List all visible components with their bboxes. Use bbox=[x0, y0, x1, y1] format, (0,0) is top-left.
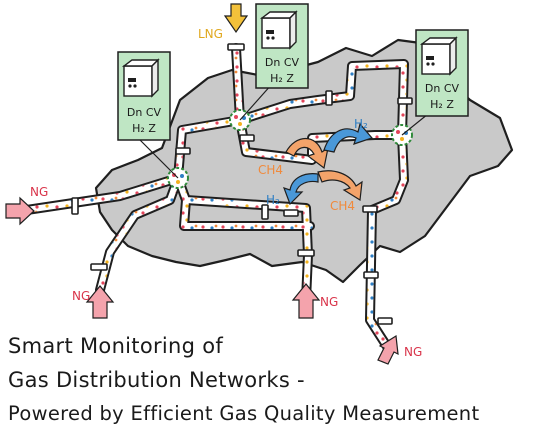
headline-line-1: Smart Monitoring of bbox=[8, 334, 224, 358]
ch4-flow-arrow-icon bbox=[285, 137, 329, 170]
ng-label-west: NG bbox=[30, 185, 48, 199]
instrument-label-line2: H₂ Z bbox=[430, 98, 454, 111]
h2-flow-arrow-icon bbox=[323, 122, 374, 153]
lng-label: LNG bbox=[198, 27, 223, 41]
h2-flow-arrow-icon bbox=[282, 173, 319, 206]
instrument-label-line2: H₂ Z bbox=[270, 72, 294, 85]
ng-label-southeast: NG bbox=[404, 345, 422, 359]
gas-analyzer-icon bbox=[259, 10, 298, 50]
instrument-label-line1: Dn CV bbox=[265, 56, 300, 69]
ng-inlet-arrow-icon bbox=[291, 283, 321, 319]
instrument-label-line1: Dn CV bbox=[425, 82, 460, 95]
lng-inlet-arrow-icon bbox=[223, 3, 249, 34]
headline-line-3: Powered by Efficient Gas Quality Measure… bbox=[8, 402, 480, 425]
callout-lines bbox=[139, 83, 429, 179]
pipe-flanges bbox=[71, 43, 413, 325]
gas-analyzer-icon bbox=[419, 36, 458, 76]
ng-label-southwest: NG bbox=[72, 289, 90, 303]
gas-analyzer-panel-east: Dn CV H₂ Z bbox=[415, 29, 469, 117]
ng-inlet-arrow-icon bbox=[377, 334, 399, 365]
gas-analyzer-icon bbox=[121, 58, 160, 98]
ng-label-south: NG bbox=[320, 295, 338, 309]
ng-inlet-arrow-icon bbox=[85, 285, 115, 319]
headline-line-2: Gas Distribution Networks - bbox=[8, 368, 305, 392]
gas-analyzer-panel-west: Dn CV H₂ Z bbox=[117, 51, 171, 141]
ch4-flow-arrow-icon bbox=[317, 170, 363, 202]
h2-label-north: H₂ bbox=[354, 117, 368, 131]
instrument-label-line2: H₂ Z bbox=[132, 122, 156, 135]
ch4-label-west: CH4 bbox=[258, 163, 283, 177]
ng-inlet-arrow-icon bbox=[5, 196, 35, 226]
instrument-label-line1: Dn CV bbox=[127, 106, 162, 119]
gas-analyzer-panel-central: Dn CV H₂ Z bbox=[255, 3, 309, 89]
ch4-label-east: CH4 bbox=[330, 199, 355, 213]
h2-label-south: H₂ bbox=[266, 193, 280, 207]
